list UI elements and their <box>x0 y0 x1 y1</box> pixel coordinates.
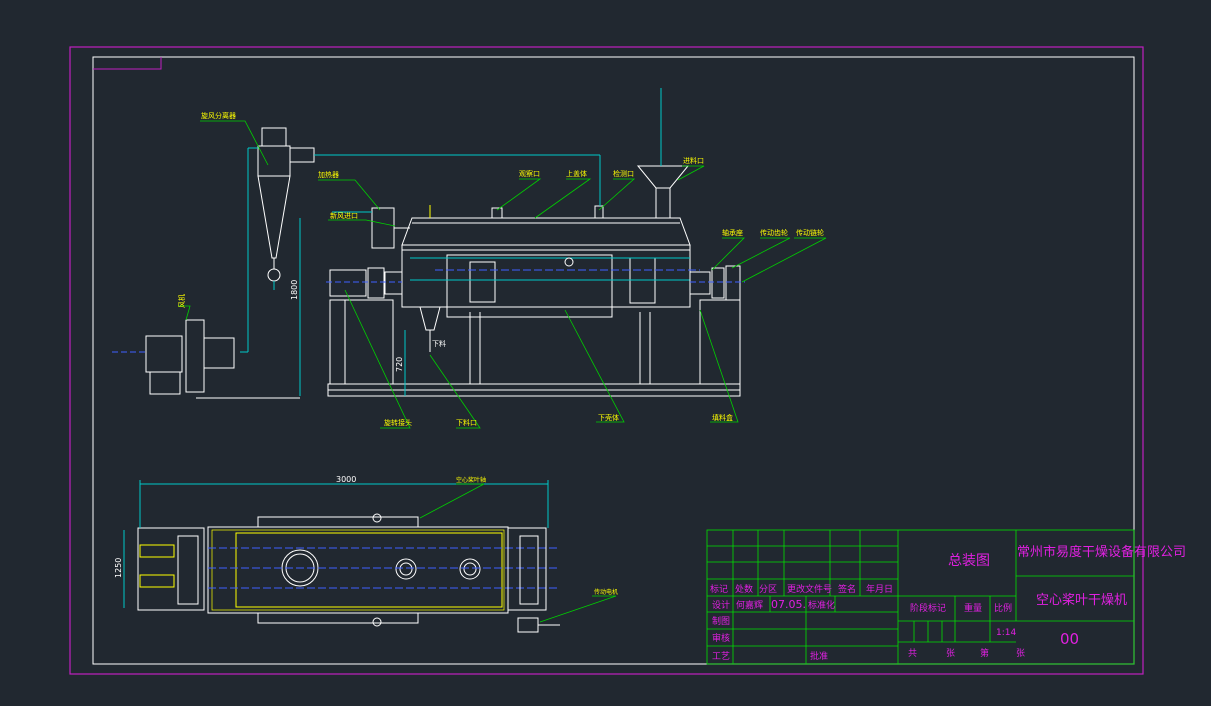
weight-label: 重量 <box>964 602 982 614</box>
dim-height-base: 720 <box>395 357 404 372</box>
callout-fresh-air-inlet: 新风进口 <box>330 211 358 220</box>
row-process: 工艺 <box>712 651 730 662</box>
callout-drive-gear: 传动齿轮 <box>760 228 788 237</box>
approve-label: 批准 <box>810 650 828 662</box>
sheet-index-unit: 张 <box>1016 648 1025 659</box>
plan-body <box>207 526 509 614</box>
outer-frame <box>69 46 1144 675</box>
left-support <box>329 299 394 385</box>
row-review: 审核 <box>712 632 730 644</box>
label-discharge: 下料 <box>432 339 446 348</box>
right-support <box>699 299 741 385</box>
discharge-outlet <box>419 306 441 331</box>
design-label: 设计 <box>712 599 730 611</box>
title-block-text: 总装图 常州市易度干燥设备有限公司 空心桨叶干燥机 00 阶段标记 重量 比例 … <box>710 544 1186 662</box>
left-bearing <box>384 271 403 295</box>
callout-drive-label: 传动电机 <box>594 588 618 596</box>
cyclone <box>261 127 287 147</box>
callout-reducer: 传动链轮 <box>796 228 824 237</box>
hdr-date: 年月日 <box>866 583 893 595</box>
upper-cover <box>401 217 691 246</box>
front-view <box>112 88 745 399</box>
hdr-mark: 标记 <box>710 583 728 595</box>
callout-vent: 观察口 <box>519 169 540 178</box>
heater <box>371 207 395 249</box>
callout-discharge-port: 下料口 <box>456 418 477 427</box>
callout-feed-seal: 填料盒 <box>712 413 733 422</box>
callout-lower-shell: 下壳体 <box>598 413 619 422</box>
drawing-number: 00 <box>1060 630 1079 648</box>
callout-bearing-seat: 轴承座 <box>722 228 743 237</box>
callout-sensor: 检测口 <box>613 169 634 178</box>
fan-motor <box>145 335 183 373</box>
sheet-total-unit: 张 <box>946 648 955 659</box>
drawing-name: 总装图 <box>948 553 990 569</box>
sheet-index-label: 第 <box>980 647 989 659</box>
callout-fan: 风机 <box>177 294 186 308</box>
front-dimensions: 1800 720 <box>290 280 404 372</box>
title-block <box>706 529 1135 665</box>
trough-body <box>401 244 691 308</box>
hdr-signature: 签名 <box>838 583 856 595</box>
company-name: 常州市易度干燥设备有限公司 <box>1017 544 1186 560</box>
inner-frame <box>92 56 1135 665</box>
callout-rotary-joint: 旋转接头 <box>384 418 412 427</box>
front-leaders <box>178 120 827 429</box>
corner-tab <box>93 57 162 70</box>
row-drafting: 制图 <box>712 615 730 627</box>
callout-heater: 加热器 <box>318 170 339 179</box>
designer-name: 何嘉辉 <box>736 599 763 611</box>
scale-value: 1:14 <box>996 628 1016 638</box>
dim-height-total: 1800 <box>290 280 299 300</box>
sheet-total-label: 共 <box>908 648 917 659</box>
hdr-count: 处数 <box>735 583 753 595</box>
callout-feed-inlet: 进料口 <box>683 156 704 165</box>
design-date: 07.05. <box>771 598 806 611</box>
stage-label: 阶段标记 <box>910 602 946 614</box>
callout-upper-shell: 上盖体 <box>566 169 587 178</box>
dim-width: 1250 <box>114 558 123 578</box>
plan-leaders <box>419 483 617 623</box>
hdr-zone: 分区 <box>759 584 777 595</box>
right-bearing <box>689 271 711 295</box>
scale-label: 比例 <box>994 602 1012 614</box>
plan-view <box>123 480 560 633</box>
standardization-label: 标准化 <box>808 599 835 611</box>
product-name: 空心桨叶干燥机 <box>1036 592 1127 608</box>
dim-length: 3000 <box>336 475 356 484</box>
feed-hopper <box>636 165 690 189</box>
front-callout-labels: 旋风分离器 加热器 新风进口 观察口 上盖体 检测口 进料口 轴承座 传动齿轮 … <box>177 111 824 427</box>
hdr-change-doc: 更改文件号 <box>787 583 832 595</box>
callout-top-label: 空心桨叶轴 <box>456 476 486 484</box>
callout-cyclone: 旋风分离器 <box>201 111 236 120</box>
plan-labels: 3000 1250 空心桨叶轴 传动电机 <box>114 475 618 596</box>
